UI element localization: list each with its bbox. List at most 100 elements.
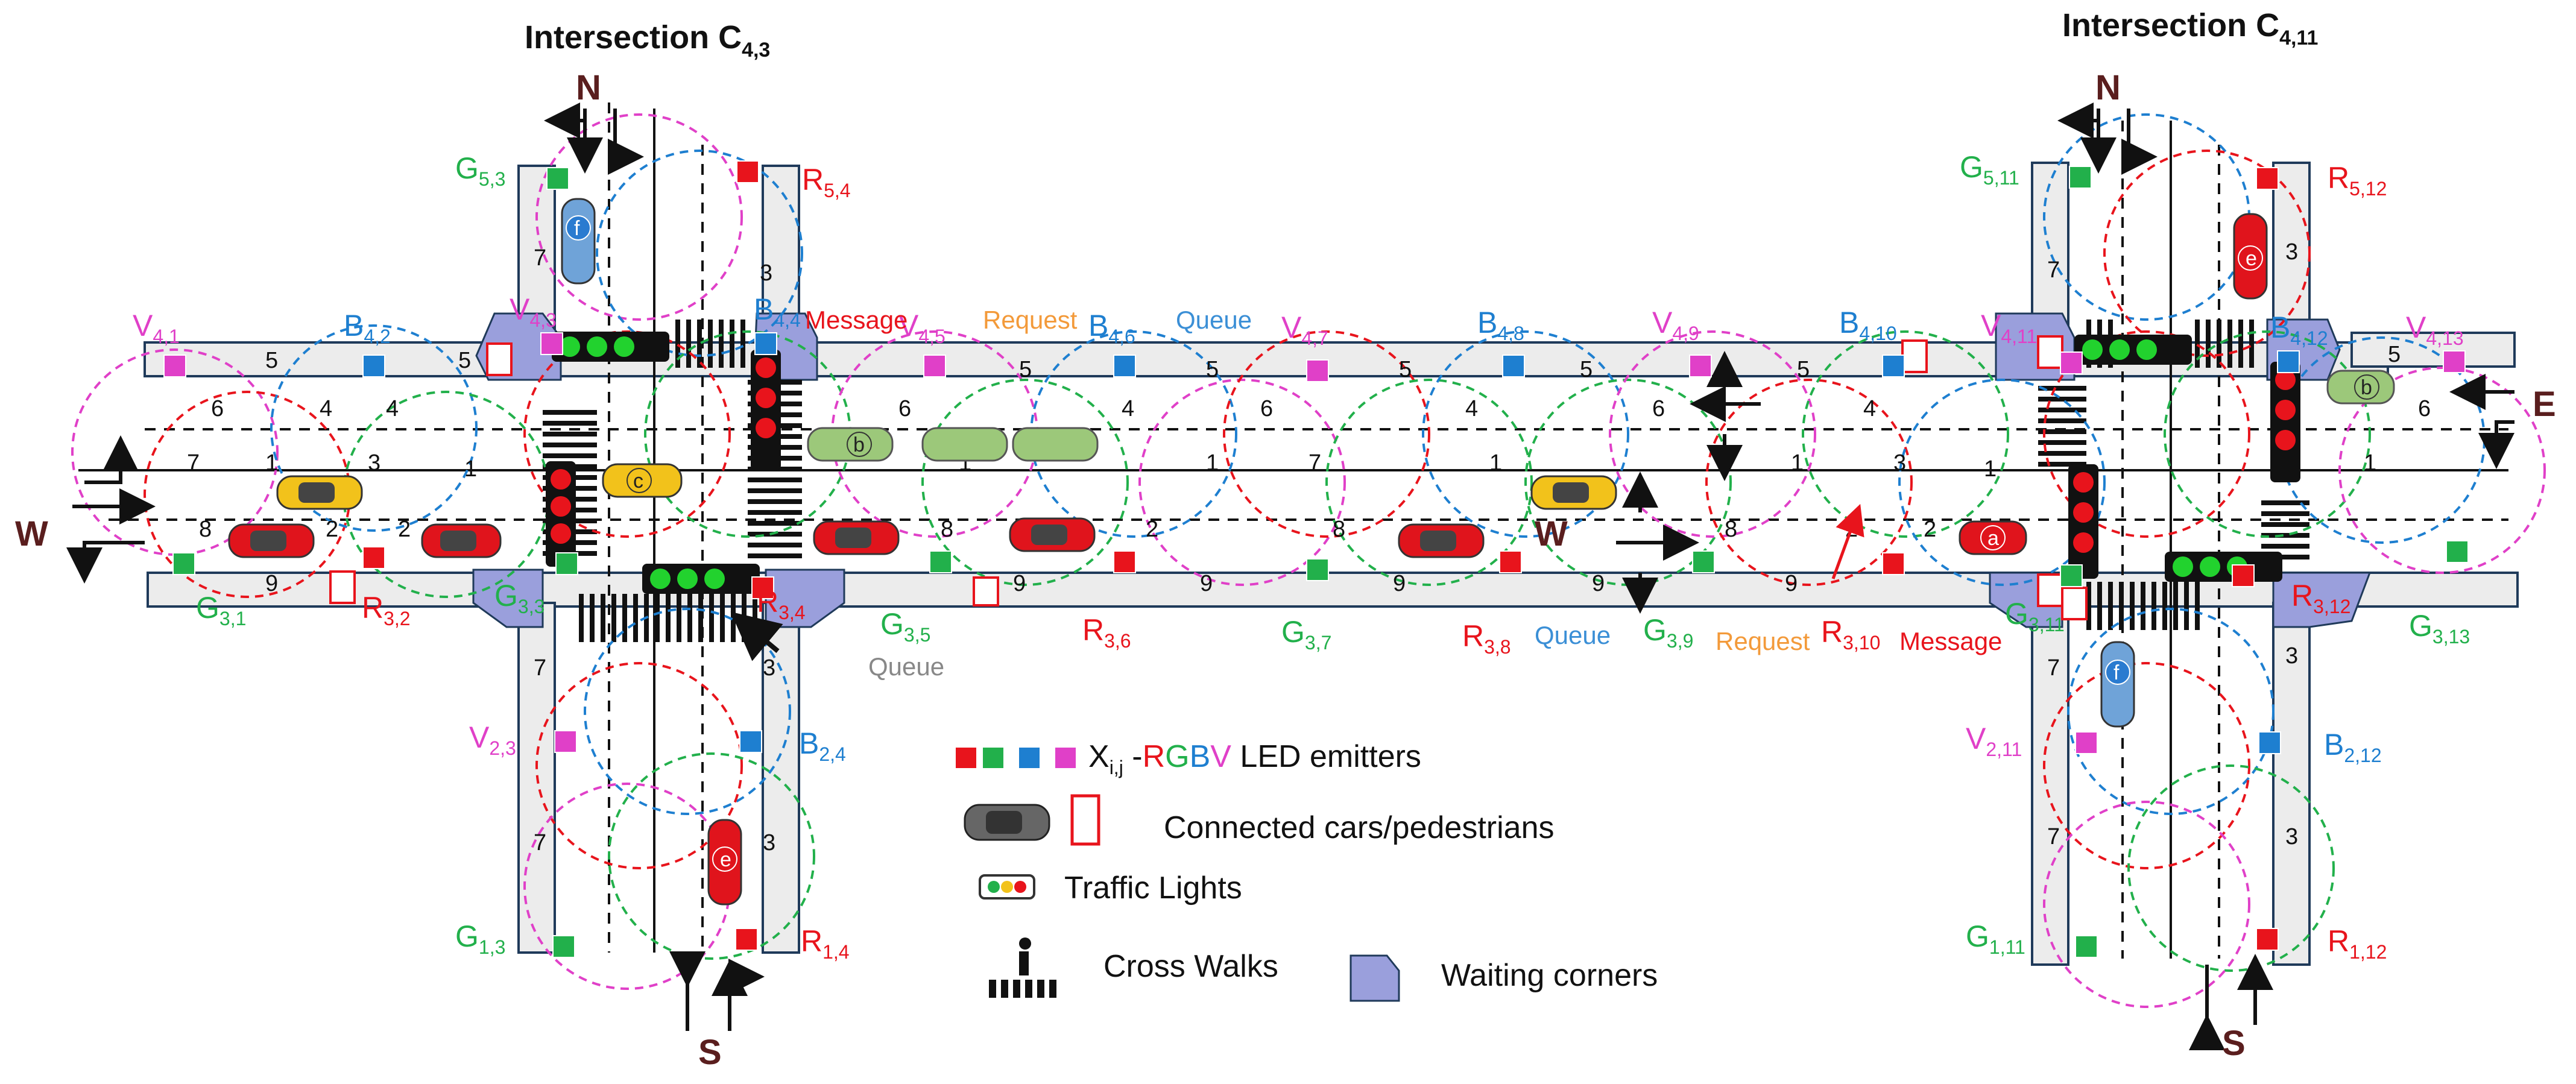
emitter-r38 [1499, 550, 1522, 573]
svg-text:4: 4 [1465, 396, 1478, 421]
annotation-message-bottom: Message [1899, 627, 2002, 655]
svg-text:4: 4 [386, 396, 399, 421]
emitter-v47 [1306, 359, 1329, 382]
car-label-b-right: b [2361, 376, 2372, 399]
svg-text:7: 7 [2047, 824, 2060, 849]
pedestrian-icon [2061, 587, 2088, 620]
svg-text:5: 5 [1206, 357, 1219, 382]
emitter-g53 [546, 167, 569, 190]
crosswalk-right-bottom [2086, 582, 2200, 630]
car-label-e: e [720, 848, 731, 871]
pedestrian-icon [973, 576, 999, 607]
compass-n-left: N [576, 68, 601, 107]
svg-text:1: 1 [1489, 450, 1502, 476]
emitter-b410 [1882, 355, 1905, 377]
svg-text:2: 2 [1924, 517, 1936, 542]
emitter-r312 [2232, 564, 2255, 587]
emitter-label-r310: R3,10 [1821, 615, 1880, 654]
traffic-light-right-south [2165, 552, 2282, 582]
emitter-g13 [552, 935, 575, 958]
pedestrian-icon [2037, 335, 2063, 369]
svg-text:1: 1 [1206, 450, 1219, 476]
emitter-b24 [739, 730, 762, 753]
pedestrians [329, 335, 2088, 620]
car-red-e-right: e [2233, 213, 2268, 300]
pedestrian-icon [329, 570, 356, 604]
emitter-label-g111: G1,11 [1966, 919, 2025, 958]
svg-text:7: 7 [2047, 655, 2060, 681]
car-yellow-1 [276, 475, 363, 510]
car-green-b: b [807, 427, 894, 462]
svg-text:5: 5 [1580, 357, 1593, 382]
emitter-label-r36: R3,6 [1082, 613, 1131, 652]
emitter-v41 [163, 355, 186, 377]
emitter-label-g37: G3,7 [1281, 615, 1331, 654]
svg-text:9: 9 [265, 571, 278, 596]
emitter-label-r14: R1,4 [801, 924, 850, 963]
emitter-r54 [736, 160, 759, 183]
emitter-r14 [735, 928, 758, 951]
svg-text:3: 3 [368, 450, 380, 476]
car-red-e: e [707, 819, 742, 906]
annotations: Message Request Queue Queue Queue Reques… [805, 306, 2002, 681]
legend-waiting-corner-icon [1350, 954, 1400, 1002]
emitter-label-r54: R5,4 [802, 163, 851, 201]
compass-n-right: N [2095, 68, 2121, 107]
svg-text:1: 1 [1984, 456, 1997, 482]
svg-text:5: 5 [458, 348, 471, 373]
crosswalk-left-top [675, 320, 745, 368]
compass-w-left: W [15, 514, 48, 553]
svg-text:5: 5 [265, 348, 278, 373]
pedestrian-icon [2037, 573, 2063, 607]
svg-text:6: 6 [2418, 396, 2431, 421]
emitter-label-v211: V2,11 [1966, 722, 2022, 760]
emitter-label-g511: G5,11 [1960, 150, 2019, 189]
annotation-queue-top: Queue [1176, 306, 1252, 334]
emitter-v411 [2060, 351, 2083, 374]
svg-text:7: 7 [534, 830, 546, 856]
svg-text:2: 2 [398, 517, 411, 542]
emitter-r36 [1113, 550, 1136, 573]
car-green-3 [1012, 427, 1099, 462]
svg-text:3: 3 [1893, 450, 1906, 476]
legend-connected-text: Connected cars/pedestrians [1164, 810, 1555, 845]
emitter-b48 [1502, 355, 1525, 377]
intersection-title-left: Intersection C4,3 [525, 19, 770, 61]
emitter-v49 [1689, 355, 1712, 377]
svg-text:5: 5 [1797, 357, 1810, 382]
car-red-1 [228, 523, 315, 558]
car-label-e-right: e [2246, 247, 2257, 270]
car-yellow-2 [1530, 475, 1617, 510]
svg-text:6: 6 [898, 396, 911, 421]
legend-crosswalk-icon [989, 937, 1056, 998]
emitter-label-g31: G3,1 [196, 591, 246, 629]
emitter-label-r512: R5,12 [2328, 161, 2387, 200]
traffic-light-left-north [552, 332, 669, 362]
svg-text:5: 5 [1399, 357, 1412, 382]
traffic-light-left-east [751, 350, 781, 470]
svg-text:6: 6 [1652, 396, 1665, 421]
emitter-g39 [1692, 550, 1715, 573]
emitter-g311 [2060, 564, 2083, 587]
car-red-2 [421, 523, 502, 558]
svg-text:4: 4 [1863, 396, 1876, 421]
emitter-b42 [362, 355, 385, 377]
annotation-message-top: Message [805, 306, 908, 334]
svg-text:7: 7 [534, 245, 546, 271]
car-green-2 [921, 427, 1008, 462]
legend-corners-text: Waiting corners [1441, 958, 1658, 993]
emitter-label-v49: V4,9 [1652, 306, 1699, 344]
traffic-light-right-east [2270, 362, 2300, 482]
direction-arrows [66, 102, 2514, 1050]
emitter-label-r38: R3,8 [1462, 619, 1511, 658]
emitter-r34 [751, 576, 774, 599]
car-label-f-right: f [2114, 661, 2120, 684]
emitter-r32 [362, 546, 385, 569]
emitter-label-b212: B2,12 [2324, 728, 2382, 766]
emitter-label-b410: B4,10 [1839, 306, 1897, 344]
emitter-g313 [2446, 540, 2469, 563]
compass-w-mid: W [1535, 514, 1568, 553]
emitter-v413 [2443, 350, 2466, 373]
emitter-label-r112: R1,12 [2328, 924, 2387, 963]
